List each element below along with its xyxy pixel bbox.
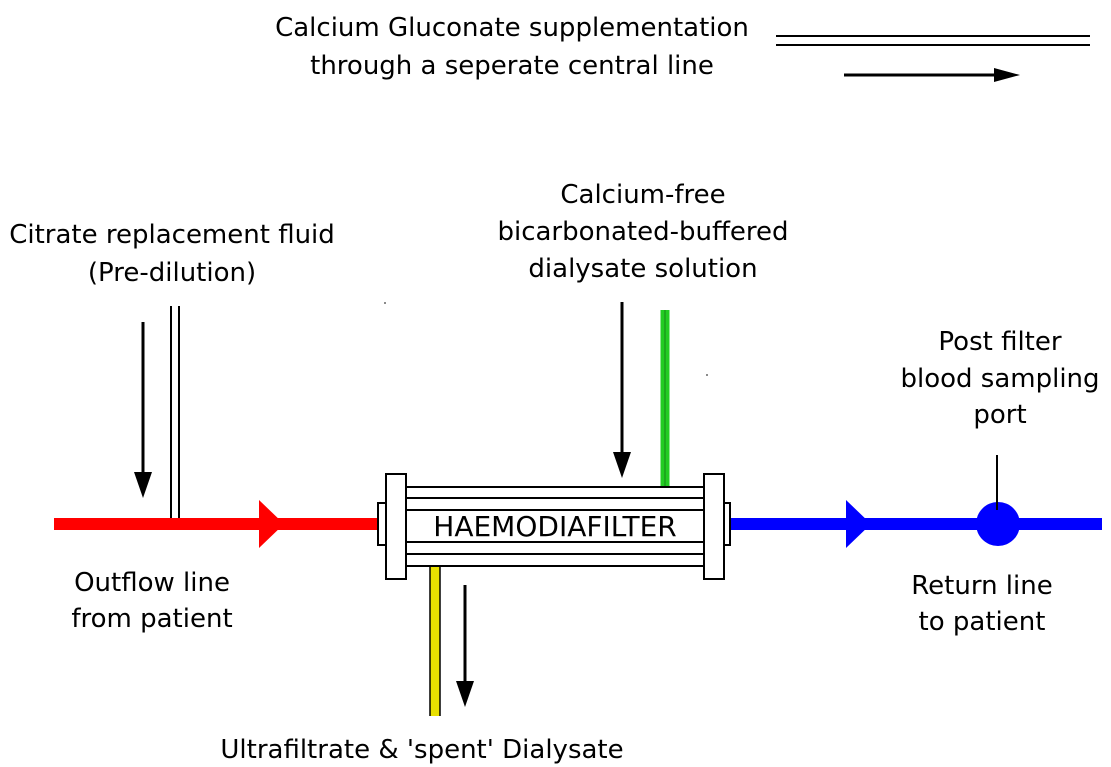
dialysate-flow-arrow-icon (613, 302, 631, 478)
post-filter-label-line-2: blood sampling (900, 364, 1099, 394)
post-filter-label-line-1: Post filter (938, 327, 1061, 357)
dialysate-label-line-1: Calcium-free (560, 180, 725, 210)
citrate-flow-arrow-icon (134, 322, 152, 498)
legend-line-1: Calcium Gluconate supplementation (275, 13, 749, 43)
ultrafiltrate-label: Ultrafiltrate & 'spent' Dialysate (220, 735, 623, 765)
post-filter-label-line-3: port (973, 400, 1026, 430)
stray-dot (384, 302, 386, 304)
citrate-label-line-2: (Pre-dilution) (88, 258, 256, 288)
return-direction-arrow-icon (846, 500, 871, 548)
filter-right-cap (703, 473, 725, 580)
citrate-label-line-1: Citrate replacement fluid (9, 220, 335, 250)
dialysate-label-line-3: dialysate solution (528, 254, 757, 284)
sampling-port-icon (976, 502, 1020, 546)
ultrafiltrate-flow-arrow-icon (456, 585, 474, 707)
legend-flow-arrow-icon (844, 68, 1020, 82)
return-label-line-2: to patient (919, 607, 1046, 637)
stray-dot (706, 374, 708, 376)
filter-label-background (420, 511, 690, 541)
outflow-label-line-1: Outflow line (74, 568, 230, 598)
return-line (730, 455, 1102, 548)
citrate-supply-line (170, 306, 180, 518)
legend-line-2: through a seperate central line (310, 51, 714, 81)
legend: Calcium Gluconate supplementation throug… (275, 13, 1090, 82)
filter-label: HAEMODIAFILTER (433, 510, 676, 543)
haemodiafilter: HAEMODIAFILTER (377, 473, 731, 580)
filter-left-cap (385, 473, 407, 580)
outflow-label-line-2: from patient (71, 604, 232, 634)
outflow-line (54, 500, 380, 548)
dialysate-label-line-2: bicarbonated-buffered (497, 217, 788, 247)
outflow-direction-arrow-icon (259, 500, 284, 548)
return-label-line-1: Return line (911, 571, 1052, 601)
